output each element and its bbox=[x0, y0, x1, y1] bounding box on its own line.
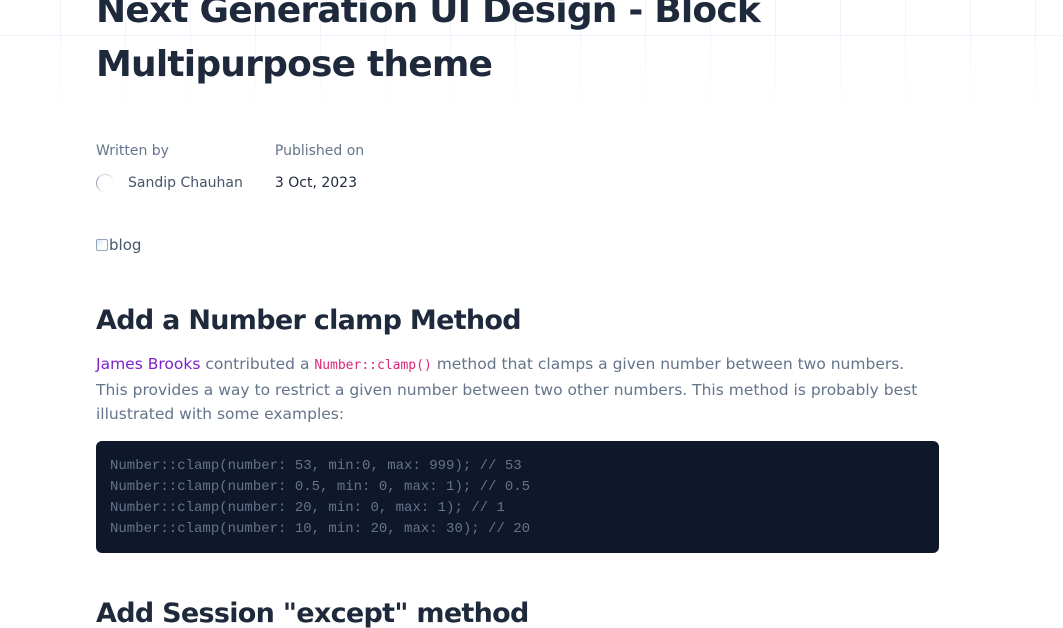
written-by-label: Written by bbox=[96, 143, 169, 159]
author-name: Sandip Chauhan bbox=[128, 175, 243, 191]
code-line: Number::clamp(number: 10, min: 20, max: … bbox=[110, 521, 531, 537]
section-heading-session: Add Session "except" method bbox=[96, 598, 529, 628]
section-heading-clamp: Add a Number clamp Method bbox=[96, 305, 522, 336]
post-title: Next Generation UI Design - Block Multip… bbox=[96, 0, 761, 85]
paragraph-text-before: contributed a bbox=[200, 355, 315, 373]
published-block: Published on 3 Oct, 2023 bbox=[275, 142, 364, 192]
code-block[interactable]: Number::clamp(number: 53, min:0, max: 99… bbox=[96, 441, 939, 553]
section-paragraph-clamp: James Brooks contributed a Number::clamp… bbox=[96, 352, 926, 426]
published-on-label: Published on bbox=[274, 143, 365, 159]
broken-image-icon bbox=[96, 239, 108, 251]
author-link[interactable]: James Brooks bbox=[96, 355, 201, 373]
code-line: Number::clamp(number: 0.5, min: 0, max: … bbox=[110, 479, 531, 495]
inline-code: Number::clamp() bbox=[314, 358, 432, 373]
author-block: Written by Sandip Chauhan bbox=[96, 142, 243, 192]
author-info[interactable]: Sandip Chauhan bbox=[96, 174, 243, 192]
paragraph-text-after: method that clamps a given number betwee… bbox=[96, 355, 918, 423]
post-meta: Written by Sandip Chauhan Published on 3… bbox=[96, 142, 364, 192]
code-line: Number::clamp(number: 20, min: 0, max: 1… bbox=[110, 500, 505, 516]
blog-image: blog bbox=[96, 236, 141, 254]
avatar bbox=[96, 174, 114, 192]
blog-image-alt: blog bbox=[109, 236, 142, 254]
code-line: Number::clamp(number: 53, min:0, max: 99… bbox=[110, 458, 522, 474]
date-text: 3 Oct, 2023 bbox=[274, 175, 357, 191]
published-date: 3 Oct, 2023 bbox=[275, 174, 364, 192]
